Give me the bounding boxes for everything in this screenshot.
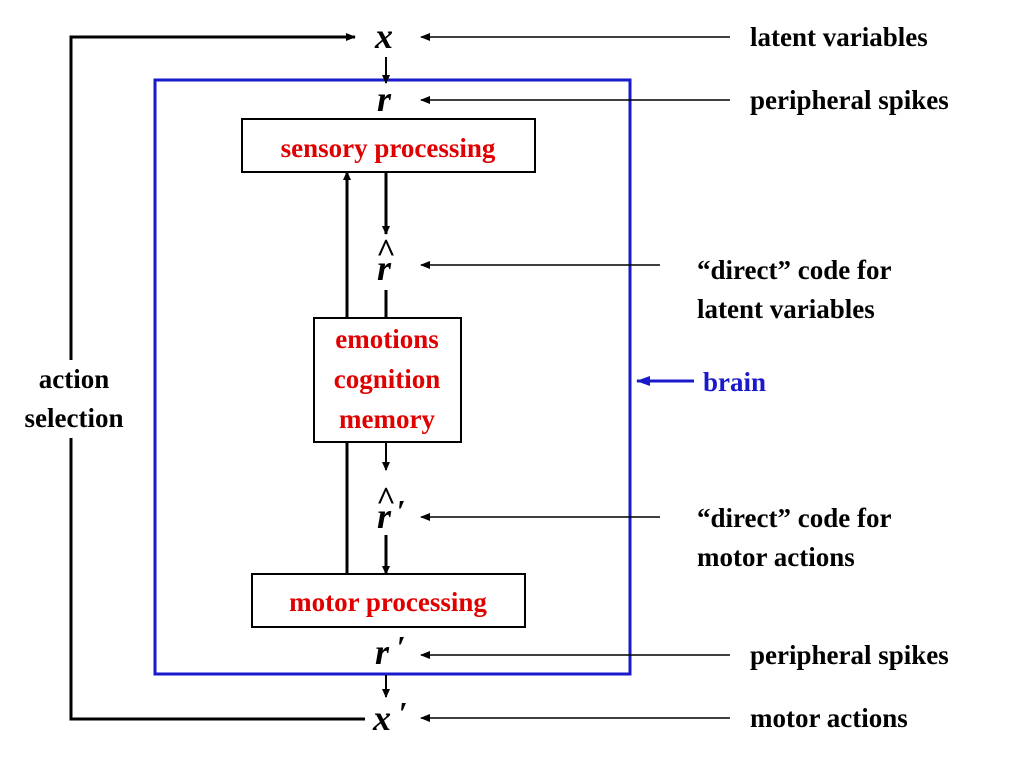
label-direct-latent-1: “direct” code for	[697, 255, 891, 285]
label-brain: brain	[703, 367, 766, 397]
label-action: action	[39, 364, 110, 394]
central-label-emotions: emotions	[335, 324, 439, 354]
label-direct-motor-1: “direct” code for	[697, 503, 891, 533]
motor-processing-box	[251, 573, 526, 628]
label-peripheral-spikes-bottom: peripheral spikes	[750, 640, 949, 670]
label-motor-actions: motor actions	[750, 703, 908, 733]
sensory-processing-label: sensory processing	[281, 133, 496, 163]
central-box	[313, 317, 462, 443]
label-peripheral-spikes-top: peripheral spikes	[750, 85, 949, 115]
prime-r-hat: ′	[397, 493, 406, 529]
action-loop-top	[69, 33, 356, 360]
prime-x: ′	[399, 695, 408, 731]
label-latent-variables: latent variables	[750, 22, 928, 52]
var-x: x	[374, 16, 393, 56]
label-direct-latent-2: latent variables	[697, 294, 875, 324]
hat-r: ^	[376, 233, 396, 270]
motor-processing-label: motor processing	[289, 587, 487, 617]
sensory-processing-box	[241, 118, 536, 173]
hat-r-prime: ^	[376, 481, 396, 518]
central-label-cognition: cognition	[334, 364, 441, 394]
var-x-prime: x	[372, 698, 391, 738]
var-r-hat: r	[377, 248, 392, 288]
var-r-prime: r	[375, 632, 390, 672]
action-loop-bottom	[69, 438, 365, 721]
var-r: r	[377, 79, 392, 119]
label-selection: selection	[25, 403, 124, 433]
central-label-memory: memory	[339, 404, 435, 434]
brain-box	[153, 78, 632, 676]
prime-r: ′	[397, 629, 406, 665]
label-direct-motor-2: motor actions	[697, 542, 855, 572]
var-r-hat-prime: r	[377, 496, 392, 536]
